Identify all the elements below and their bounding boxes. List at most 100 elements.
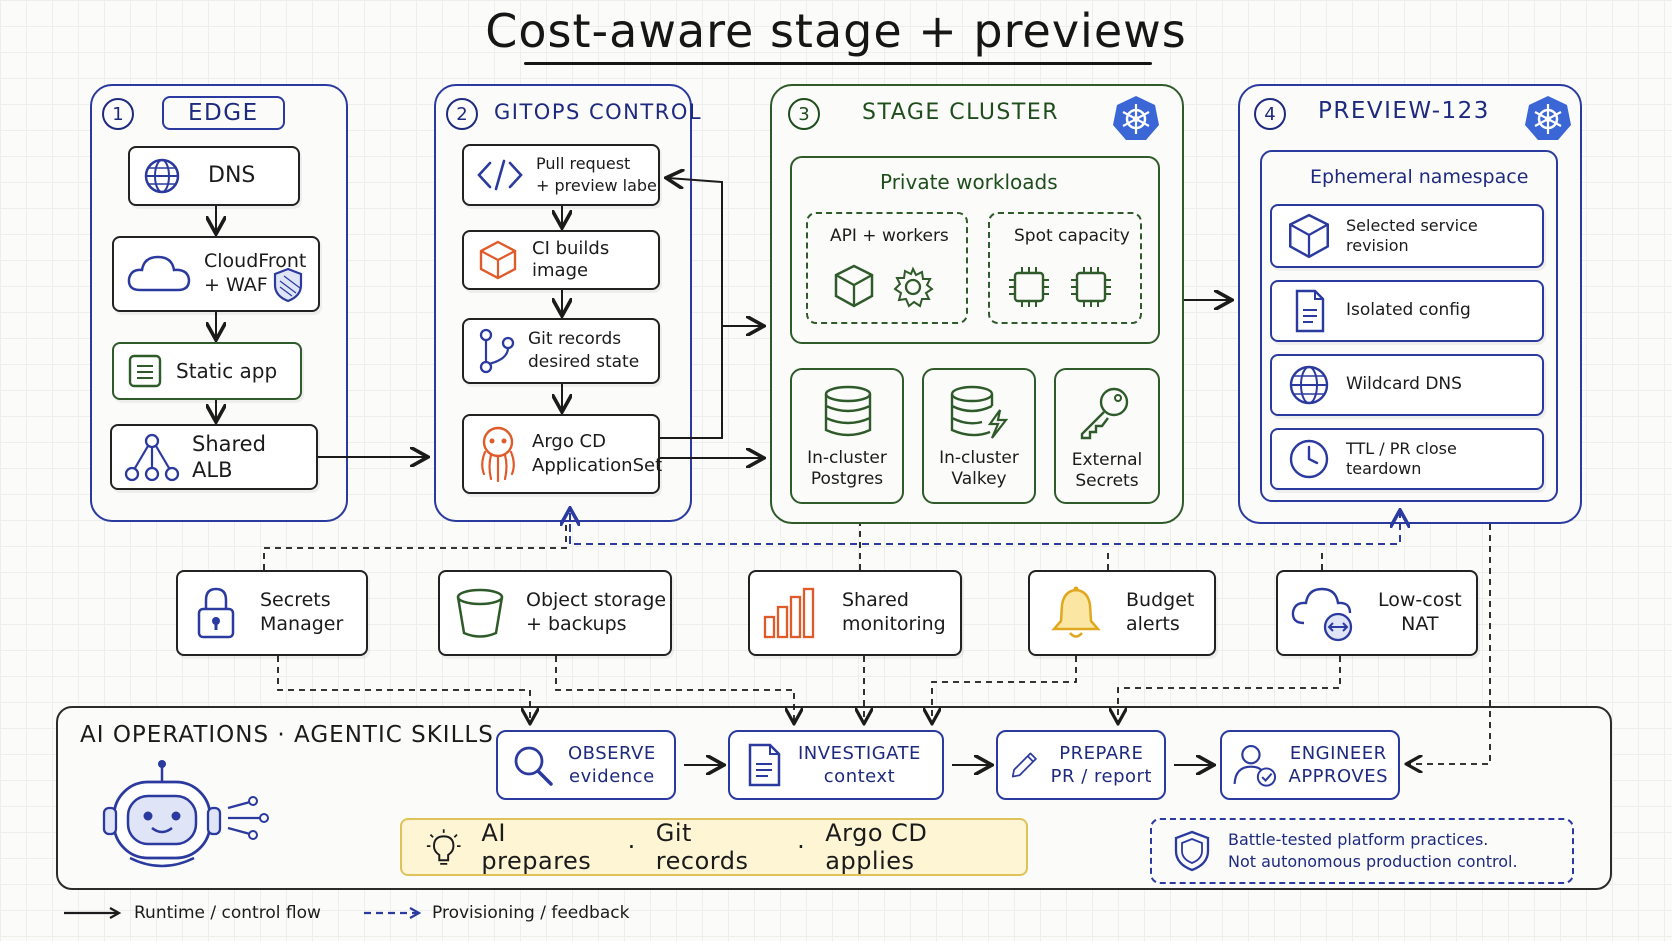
skill-label: INVESTIGATE context (798, 742, 921, 787)
lightbulb-icon (426, 829, 461, 865)
skill-label: PREPARE PR / report (1050, 742, 1152, 787)
step-number: 4 (1254, 98, 1286, 130)
low-cost-nat-node[interactable]: Low-cost NAT (1276, 570, 1478, 656)
banner-separator: · (797, 833, 806, 861)
engineer-approves-skill[interactable]: ENGINEER APPROVES (1220, 730, 1400, 800)
banner-step: AI prepares (481, 819, 592, 875)
secrets-manager-node[interactable]: Secrets Manager (176, 570, 368, 656)
git-branch-icon (479, 328, 515, 374)
shared-monitoring-node[interactable]: Shared monitoring (748, 570, 962, 656)
argocd-node[interactable]: Argo CD ApplicationSet (462, 414, 663, 494)
preview-item-dns[interactable]: Wildcard DNS (1270, 354, 1544, 416)
preview-item-revision[interactable]: Selected service revision (1270, 204, 1544, 268)
spot-capacity-box[interactable] (988, 212, 1142, 324)
external-secrets-label: External Secrets (1071, 450, 1143, 492)
octopus-icon (481, 426, 515, 483)
service-label: Low-cost NAT (1378, 589, 1462, 635)
step-number: 2 (446, 98, 478, 130)
chip-icon (1009, 267, 1049, 307)
pr-label: Pull request + preview label (536, 154, 662, 195)
cloudfront-label: CloudFront + WAF (204, 250, 307, 296)
object-storage-node[interactable]: Object storage + backups (438, 570, 672, 656)
bucket-icon (456, 588, 504, 638)
cloudfront-waf-node[interactable]: CloudFront + WAF (112, 236, 320, 312)
preview-item-label: Wildcard DNS (1346, 374, 1462, 395)
dns-label: DNS (208, 163, 256, 189)
robot-icon (102, 760, 269, 868)
preview-item-ttl[interactable]: TTL / PR close teardown (1270, 428, 1544, 490)
ai-panel-title: AI OPERATIONS · AGENTIC SKILLS (80, 722, 494, 748)
api-workers-box[interactable] (806, 212, 968, 324)
kubernetes-icon (1113, 96, 1159, 140)
database-icon (824, 385, 872, 437)
load-balancer-icon (124, 433, 180, 482)
service-label: Budget alerts (1126, 589, 1195, 635)
pencil-icon (1011, 752, 1037, 778)
lock-icon (197, 587, 235, 639)
dns-node[interactable]: DNS (128, 146, 300, 206)
preview-item-label: Isolated config (1346, 300, 1471, 321)
bell-icon (1051, 586, 1101, 638)
panel-title: GITOPS CONTROL (494, 100, 703, 124)
legend-provisioning: Provisioning / feedback (432, 903, 630, 923)
box-icon (479, 240, 517, 280)
budget-alerts-node[interactable]: Budget alerts (1028, 570, 1216, 656)
git-label: Git records desired state (528, 329, 640, 372)
code-icon (477, 159, 523, 191)
investigate-skill[interactable]: INVESTIGATE context (728, 730, 944, 800)
service-label: Object storage + backups (526, 589, 667, 635)
document-icon (748, 743, 781, 787)
spot-capacity-label: Spot capacity (1014, 226, 1130, 246)
panel-title: STAGE CLUSTER (862, 100, 1060, 125)
private-workloads-box (790, 156, 1160, 344)
solid-arrow-legend-icon (64, 907, 122, 919)
title-underline (524, 62, 1152, 65)
ci-label: CI builds image (532, 237, 610, 282)
banner-separator: · (627, 833, 636, 861)
globe-icon (144, 158, 180, 194)
shield-icon (1174, 830, 1210, 872)
app-window-icon (128, 354, 162, 388)
ai-principle-banner: AI prepares · Git records · Argo CD appl… (400, 818, 1028, 876)
ci-node[interactable]: CI builds image (462, 230, 660, 290)
database-bolt-icon (950, 385, 1009, 439)
dashed-arrow-legend-icon (364, 907, 422, 919)
prepare-skill[interactable]: PREPARE PR / report (996, 730, 1166, 800)
cloud-icon (127, 255, 191, 292)
document-icon (1295, 289, 1325, 333)
static-app-node[interactable]: Static app (112, 342, 302, 400)
preview-item-config[interactable]: Isolated config (1270, 280, 1544, 342)
shared-alb-label: Shared ALB (192, 431, 266, 482)
user-check-icon (1233, 744, 1277, 787)
valkey-node[interactable] (922, 368, 1036, 504)
valkey-label: In-cluster Valkey (939, 448, 1019, 490)
argocd-label: Argo CD ApplicationSet (532, 430, 663, 476)
note-text: Battle-tested platform practices. Not au… (1228, 829, 1518, 871)
bar-chart-icon (763, 587, 815, 639)
skill-label: OBSERVE evidence (568, 742, 656, 787)
service-label: Shared monitoring (842, 589, 946, 635)
pull-request-node[interactable]: Pull request + preview label (462, 144, 662, 206)
banner-step: Git records (655, 819, 749, 875)
postgres-label: In-cluster Postgres (807, 448, 887, 490)
shield-icon (273, 267, 303, 303)
private-workloads-label: Private workloads (880, 170, 1058, 194)
globe-icon (1289, 365, 1329, 405)
observe-skill[interactable]: OBSERVE evidence (496, 730, 676, 800)
shared-alb-node[interactable]: Shared ALB (110, 424, 318, 490)
git-node[interactable]: Git records desired state (462, 318, 660, 384)
step-number: 3 (788, 98, 820, 130)
panel-title: EDGE (162, 96, 285, 130)
cube-icon (1289, 213, 1329, 259)
chip-icon (1071, 267, 1111, 307)
gear-icon (893, 266, 934, 308)
preview-item-label: TTL / PR close teardown (1346, 439, 1457, 478)
legend-runtime: Runtime / control flow (134, 903, 321, 923)
panel-title: PREVIEW-123 (1318, 98, 1490, 124)
key-icon (1080, 387, 1129, 440)
api-workers-label: API + workers (830, 226, 949, 246)
page-title: Cost-aware stage + previews (485, 4, 1187, 58)
namespace-label: Ephemeral namespace (1310, 166, 1529, 188)
kubernetes-icon (1525, 96, 1571, 140)
clock-icon (1289, 439, 1329, 479)
